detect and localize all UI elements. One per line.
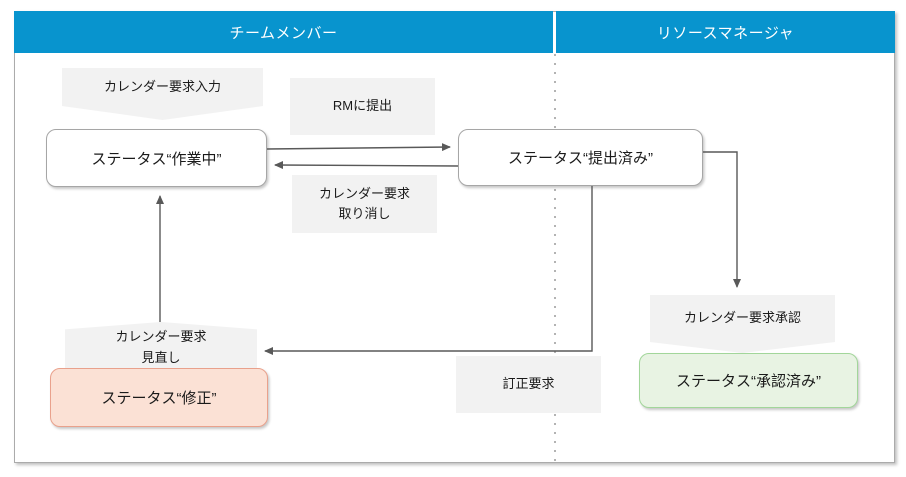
label-submit-to-rm: RMに提出 [290,78,435,135]
lane-header-resource-manager: リソースマネージャ [556,11,895,53]
label-calendar-request-cancel: カレンダー要求 取り消し [292,175,437,233]
banner-calendar-request-review-line1: カレンダー要求 [115,329,207,345]
node-status-approved: ステータス“承認済み” [639,353,858,408]
node-status-approved-label: ステータス“承認済み” [676,373,821,390]
label-calendar-request-cancel-line2: 取り消し [338,206,391,221]
lane-header-team-member: チームメンバー [14,11,553,53]
label-calendar-request-cancel-line1: カレンダー要求 [318,185,410,201]
banner-calendar-request-approval: カレンダー要求承認 [650,295,835,353]
banner-calendar-request-review-line2: 見直し [141,349,181,365]
node-status-revise-label: ステータス“修正” [101,390,217,407]
node-status-revise: ステータス“修正” [50,368,268,427]
node-status-submitted-label: ステータス“提出済み” [508,150,653,167]
banner-calendar-request-approval-label: カレンダー要求承認 [683,310,801,326]
banner-calendar-request-input-label: カレンダー要求入力 [103,78,221,94]
node-status-working: ステータス“作業中” [46,129,267,187]
lane-title-team-member: チームメンバー [229,24,338,42]
label-correction-request: 訂正要求 [456,356,601,413]
label-correction-request-text: 訂正要求 [502,376,555,392]
banner-calendar-request-review: カレンダー要求 見直し [65,322,257,368]
node-status-submitted: ステータス“提出済み” [458,129,703,186]
lane-title-resource-manager: リソースマネージャ [656,24,795,42]
node-status-working-label: ステータス“作業中” [91,150,222,168]
label-submit-to-rm-text: RMに提出 [332,98,393,114]
